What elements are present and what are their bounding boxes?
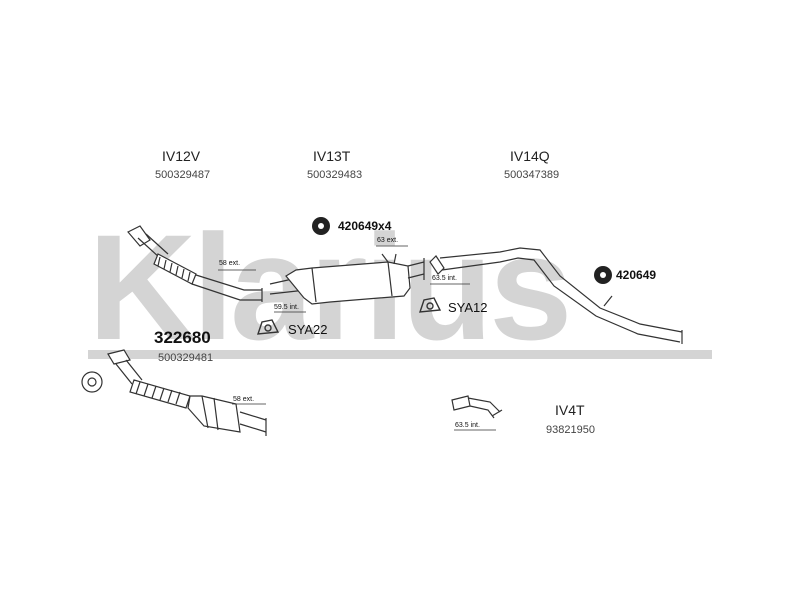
clamp-front-label: SYA22	[288, 322, 328, 337]
dimension-label: 63 ext.	[377, 237, 399, 244]
rear-pipe-code: 500347389	[504, 169, 560, 181]
dimension-label: 63.5 int.	[432, 275, 457, 282]
catalyst-kit-code: 500329481	[158, 352, 214, 364]
front-pipe-code: 500329487	[155, 169, 211, 181]
dimension-label: 63.5 int.	[455, 422, 480, 429]
catalyst-kit-name: 322680	[154, 328, 211, 347]
middle-box-drawing	[269, 253, 425, 305]
rubber-mount-x4-label: 420649x4	[338, 219, 392, 233]
dimension-label: 58 ext.	[233, 396, 255, 403]
rear-pipe-drawing	[429, 247, 683, 344]
clamp-rear-label: SYA12	[448, 300, 488, 315]
middle-box-code: 500329483	[307, 169, 363, 181]
watermark-underline	[88, 350, 712, 359]
catalyst-kit-drawing	[81, 349, 267, 436]
front-pipe-drawing	[127, 225, 263, 302]
clamp-icon	[256, 297, 442, 335]
tail-pipe-drawing	[451, 395, 503, 419]
front-pipe-name: IV12V	[162, 148, 201, 164]
dimension-label: 59.5 int.	[274, 304, 299, 311]
tail-pipe-code: 93821950	[546, 424, 595, 436]
rear-pipe-name: IV14Q	[510, 148, 550, 164]
rubber-mount-label: 420649	[616, 268, 657, 282]
dimension-label: 58 ext.	[219, 260, 241, 267]
tail-pipe-name: IV4T	[555, 402, 585, 418]
middle-box-name: IV13T	[313, 148, 351, 164]
